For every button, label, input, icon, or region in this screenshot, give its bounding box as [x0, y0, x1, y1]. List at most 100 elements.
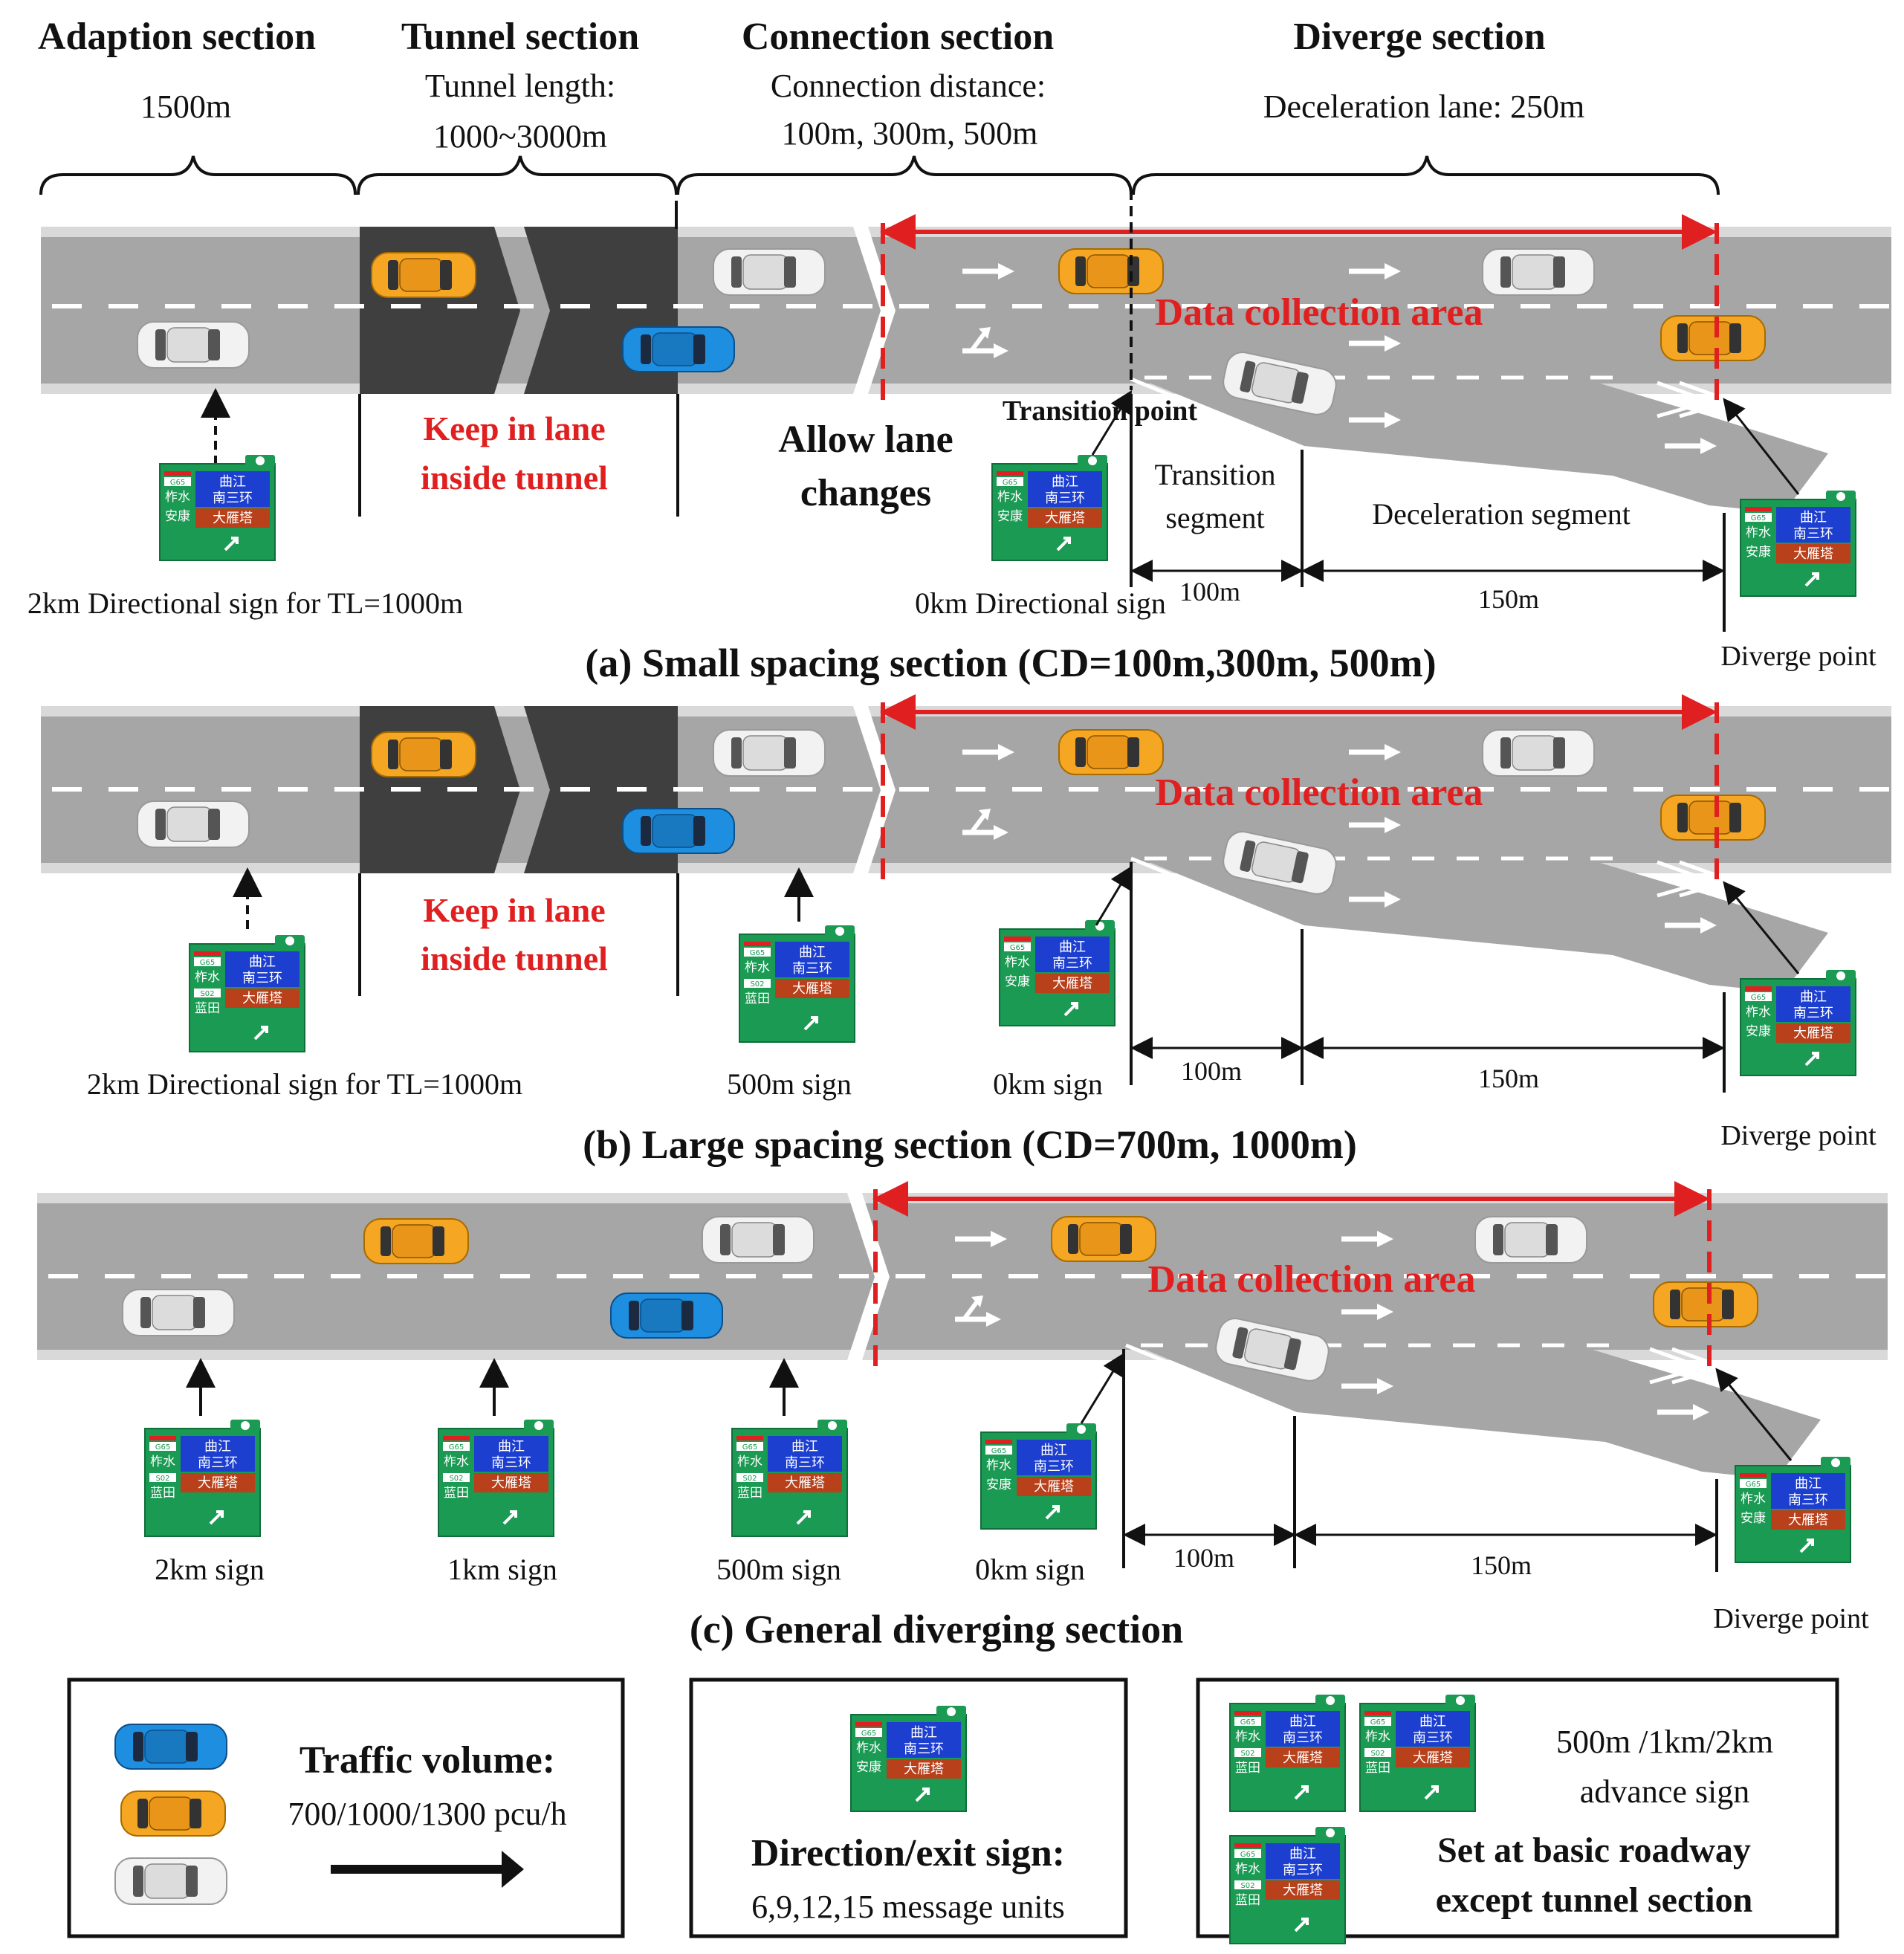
car-blue [114, 1724, 227, 1770]
brace-adaption [39, 155, 357, 195]
road-a [41, 227, 1891, 394]
panel-c: Data collection area 100m 150m 2km sign … [37, 1181, 1888, 1651]
advance-sign-1km [1228, 1825, 1347, 1945]
adaption-length: 1500m [140, 88, 231, 125]
data-area-label-c: Data collection area [1148, 1258, 1476, 1301]
legend-traffic-box [67, 1678, 625, 1938]
car-orange [1051, 1216, 1156, 1262]
sign-500-label-c: 500m sign [716, 1553, 841, 1586]
tunnel-b-1 [360, 706, 520, 873]
directional-sign [991, 453, 1109, 562]
diverge-point-c: Diverge point [1713, 1603, 1869, 1634]
diverge-point-a: Diverge point [1720, 641, 1877, 672]
advance-sign-500m [731, 1418, 849, 1538]
transition-seg-2: segment [1165, 501, 1264, 534]
directional-sign [158, 453, 276, 562]
connection-line2: 100m, 300m, 500m [782, 115, 1038, 152]
car-white [702, 1216, 815, 1264]
car-white [1482, 248, 1595, 296]
advance-sign-2km [143, 1418, 262, 1538]
brace-diverge [1132, 155, 1720, 195]
directional-sign [849, 1704, 968, 1813]
legend-direction-box [689, 1678, 1128, 1938]
sign-2km-label-b: 2km Directional sign for TL=1000m [87, 1067, 522, 1101]
advance-sign-2km [188, 934, 306, 1053]
car-orange [363, 1218, 469, 1264]
directional-sign [1739, 489, 1857, 598]
deceleration-seg: Deceleration segment [1372, 497, 1631, 531]
sign-0km-label-c: 0km sign [975, 1553, 1085, 1586]
legend-advance-box [1196, 1678, 1839, 1938]
tunnel-line1: Tunnel length: [425, 68, 615, 104]
tunnel-title: Tunnel section [401, 16, 639, 58]
car-orange [1058, 248, 1164, 294]
car-orange [371, 252, 476, 298]
sign-0km-label-b: 0km sign [993, 1067, 1103, 1101]
car-orange [1058, 729, 1164, 775]
car-white [1474, 1216, 1587, 1264]
directional-sign [1739, 968, 1857, 1077]
car-orange [120, 1790, 226, 1837]
allow-lane-2: changes [800, 472, 931, 514]
car-white [713, 729, 826, 777]
brace-connection [676, 155, 1133, 195]
car-blue [610, 1293, 723, 1339]
set-roadway-1: Set at basic roadway [1437, 1831, 1751, 1870]
direction-sign-title: Direction/exit sign: [751, 1832, 1065, 1874]
car-orange [1660, 795, 1766, 841]
directional-sign [979, 1422, 1098, 1530]
sign-1km-label-c: 1km sign [447, 1553, 557, 1586]
car-white [1482, 729, 1595, 777]
advance-sign-500m [738, 924, 856, 1044]
adaption-title: Adaption section [38, 16, 316, 58]
section-headers: Adaption section 1500m Tunnel section Tu… [38, 16, 1720, 195]
set-roadway-2: except tunnel section [1436, 1880, 1753, 1920]
car-white [713, 248, 826, 296]
advance-sign-distances: 500m /1km/2km [1556, 1724, 1773, 1760]
dim-100-c: 100m [1173, 1543, 1234, 1573]
advance-sign-2km [1359, 1693, 1477, 1813]
connection-line1: Connection distance: [771, 68, 1046, 104]
car-white [114, 1857, 227, 1905]
car-white [137, 800, 250, 848]
traffic-volume-title: Traffic volume: [299, 1739, 555, 1782]
advance-sign-label: advance sign [1580, 1773, 1749, 1810]
caption-b: (b) Large spacing section (CD=700m, 1000… [583, 1122, 1357, 1167]
diverge-title: Diverge section [1293, 16, 1545, 58]
keep-lane-a-2: inside tunnel [421, 459, 608, 496]
advance-sign-500m [1228, 1693, 1347, 1813]
car-blue [622, 808, 735, 854]
brace-tunnel [357, 155, 678, 195]
keep-lane-a-1: Keep in lane [423, 410, 605, 447]
traffic-volume-values: 700/1000/1300 pcu/h [288, 1796, 566, 1832]
keep-lane-b-1: Keep in lane [423, 891, 605, 929]
car-white [122, 1289, 235, 1336]
dim-150-a: 150m [1478, 584, 1539, 614]
diverge-point-b: Diverge point [1720, 1120, 1877, 1151]
directional-sign [998, 919, 1116, 1027]
panel-a: Data collection area Keep in lane inside… [27, 190, 1891, 685]
car-orange [1660, 315, 1766, 361]
advance-sign-1km [437, 1418, 555, 1538]
data-area-label-a: Data collection area [1156, 291, 1483, 334]
sign-2km-label-c: 2km sign [155, 1553, 265, 1586]
car-orange [1653, 1281, 1758, 1327]
directional-sign [1734, 1455, 1852, 1564]
data-area-label-b: Data collection area [1156, 771, 1483, 814]
dim-100-b: 100m [1181, 1056, 1242, 1086]
tunnel-line2: 1000~3000m [433, 118, 607, 155]
car-blue [622, 326, 735, 372]
car-orange [371, 731, 476, 777]
caption-a: (a) Small spacing section (CD=100m,300m,… [585, 641, 1436, 685]
sign-0km-label-a: 0km Directional sign [915, 586, 1166, 620]
keep-lane-b-2: inside tunnel [421, 939, 608, 977]
caption-c: (c) General diverging section [690, 1607, 1183, 1651]
dim-150-c: 150m [1471, 1550, 1532, 1580]
dim-150-b: 150m [1478, 1064, 1539, 1093]
dim-100-a: 100m [1179, 577, 1240, 606]
car-white [137, 321, 250, 369]
transition-seg-1: Transition [1154, 458, 1275, 491]
connection-title: Connection section [742, 16, 1054, 58]
tunnel-a-1 [360, 227, 520, 394]
